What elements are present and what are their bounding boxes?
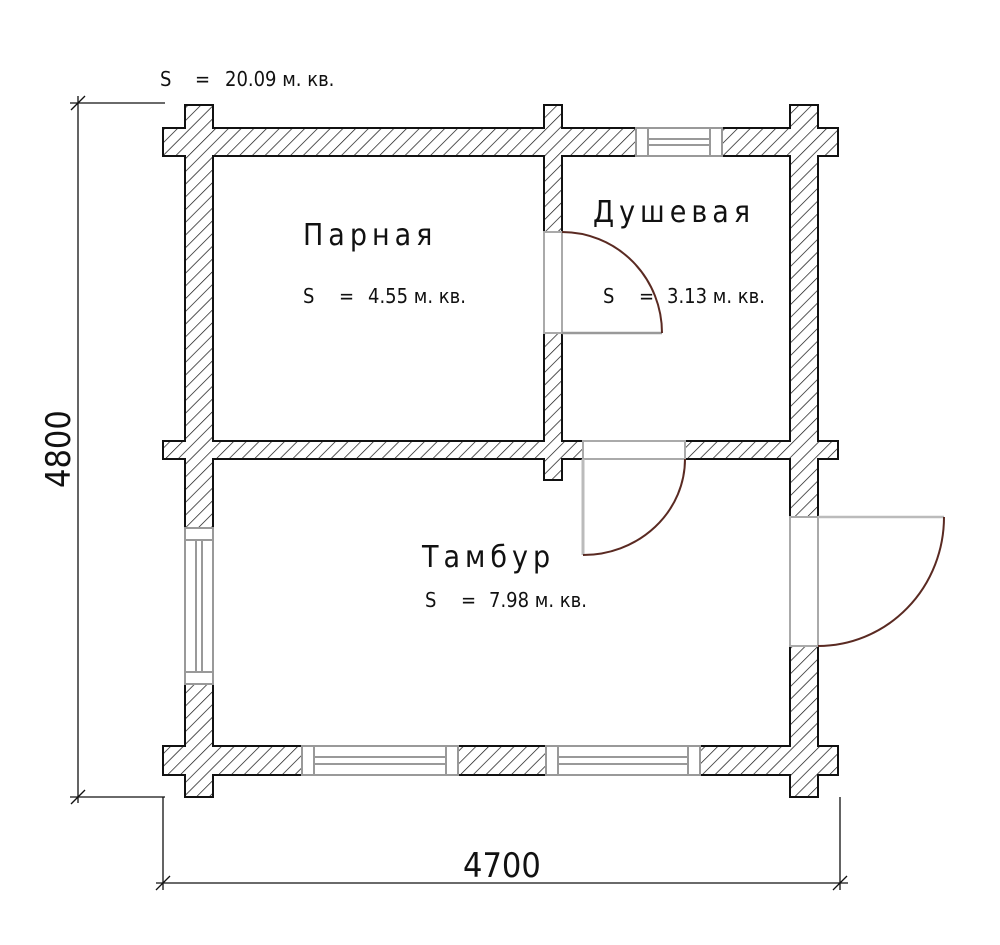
door-entrance [789,515,945,647]
window-bottom-left [301,745,459,776]
room-name: Парная [303,218,437,253]
window-left [184,527,214,685]
room-name: Душевая [593,195,755,230]
window-bottom-right [545,745,701,776]
room-area-eq: = [639,284,654,308]
room-area-symbol: S [603,284,614,308]
room-area-symbol: S [303,284,314,308]
room-area-value: 7.98 м. кв. [489,588,587,612]
room-area-eq: = [461,588,476,612]
dimension-height: 4800 [39,410,79,488]
room-area-symbol: S [425,588,436,612]
door-steam [581,440,686,556]
total-area-eq: = [195,67,210,91]
room-tambur: Тамбур S = 7.98 м. кв. [421,540,587,612]
total-area-value: 20.09 м. кв. [225,67,334,91]
doors [543,231,945,647]
room-dushevaya: Душевая S = 3.13 м. кв. [593,195,765,308]
room-area-value: 3.13 м. кв. [667,284,765,308]
room-area-eq: = [339,284,354,308]
window-top [635,127,723,157]
total-area-symbol: S [160,67,171,91]
total-area: S = 20.09 м. кв. [160,67,334,91]
door-shower [543,231,663,335]
windows [184,127,723,776]
dimension-lines [70,95,848,891]
dimension-width: 4700 [463,846,541,886]
room-parnaya: Парная S = 4.55 м. кв. [303,218,466,308]
room-area-value: 4.55 м. кв. [368,284,466,308]
room-name: Тамбур [421,540,555,575]
